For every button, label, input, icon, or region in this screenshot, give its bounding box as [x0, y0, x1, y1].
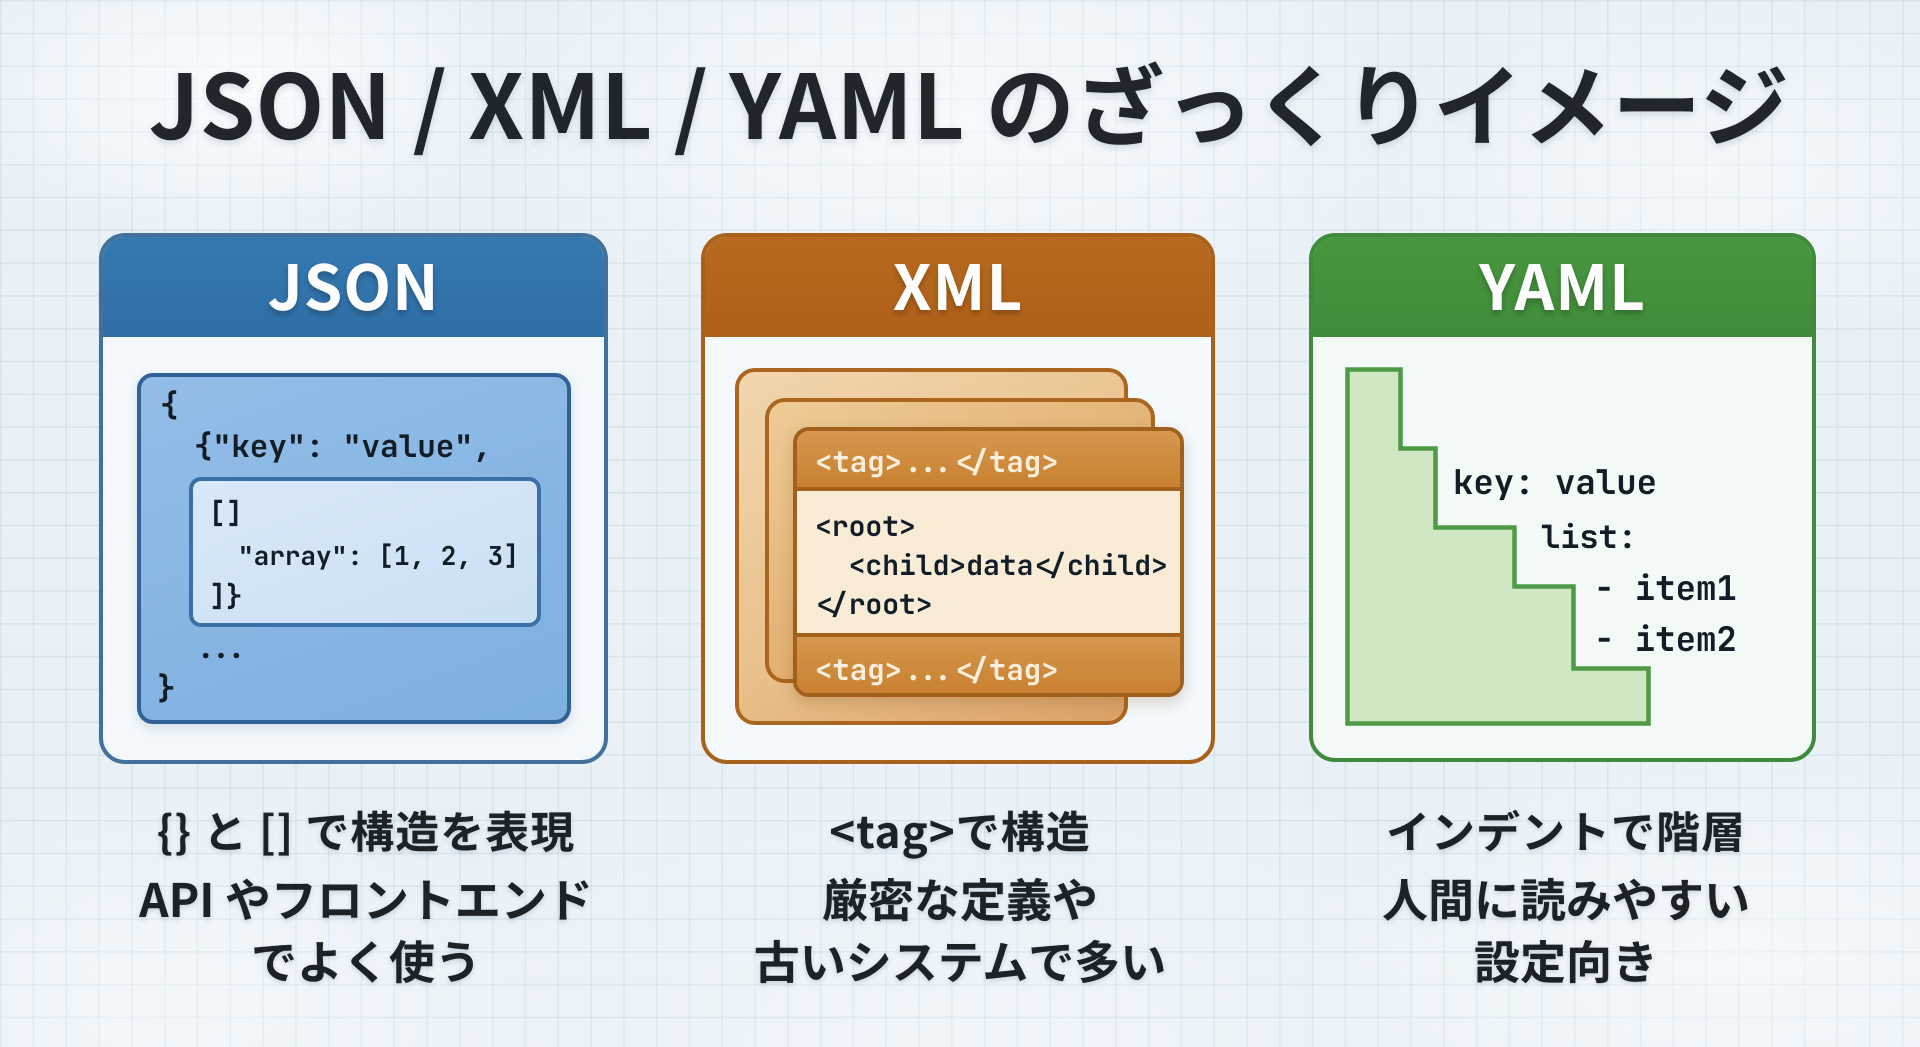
xml-root-open: <root>: [815, 508, 916, 545]
json-card: JSON { {"key": "value", [] "array": [1, …: [99, 233, 608, 764]
xml-caption-headline: <tag>で構造: [829, 797, 1091, 861]
yaml-list-line: list:: [1541, 515, 1638, 558]
yaml-card-body: key: value list: - item1 - item2: [1313, 341, 1812, 758]
json-ellipsis: ...: [194, 627, 248, 667]
xml-caption-line: 厳密な定義や: [822, 865, 1098, 931]
yaml-caption-line: 人間に読みやすい: [1382, 865, 1750, 931]
yaml-caption-headline: インデントで階層: [1386, 797, 1746, 861]
xml-caption-line: 古いシステムで多い: [753, 927, 1167, 993]
yaml-item2-line: - item2: [1594, 617, 1737, 662]
json-array-open: []: [209, 495, 243, 532]
xml-front-sheet: <tag>...</tag> <root> <child>data</child…: [793, 427, 1184, 697]
json-caption: {} と [] で構造を表現 API やフロントエンド でよく使う: [46, 807, 686, 991]
xml-tag-band-top: <tag>...</tag>: [797, 431, 1180, 491]
json-key-value-line: {"key": "value",: [194, 426, 492, 467]
yaml-caption-line: 設定向き: [1474, 927, 1658, 993]
yaml-card-header: YAML: [1313, 237, 1812, 337]
yaml-card: YAML key: value list: - item1 - item2: [1309, 233, 1816, 762]
xml-tag-band-bottom: <tag>...</tag>: [797, 633, 1180, 693]
json-array-close: ]}: [209, 578, 243, 615]
json-open-brace: {: [160, 385, 179, 426]
json-card-header: JSON: [103, 237, 604, 337]
yaml-item1-line: - item1: [1594, 566, 1737, 611]
yaml-key-value-line: key: value: [1453, 460, 1657, 505]
json-caption-line: API やフロントエンド: [139, 865, 593, 931]
json-close-brace: }: [157, 668, 176, 709]
xml-root-close: </root>: [815, 586, 933, 623]
json-caption-line: でよく使う: [251, 927, 481, 993]
xml-caption: <tag>で構造 厳密な定義や 古いシステムで多い: [640, 807, 1280, 991]
json-caption-headline: {} と [] で構造を表現: [156, 797, 576, 861]
json-nested-array-box: [] "array": [1, 2, 3] ]}: [189, 477, 541, 627]
json-code-box: { {"key": "value", [] "array": [1, 2, 3]…: [137, 373, 571, 724]
yaml-indent-staircase: [1345, 367, 1651, 726]
xml-child-line: <child>data</child>: [815, 547, 1168, 584]
xml-card-body: <tag>...</tag> <root> <child>data</child…: [705, 341, 1211, 760]
json-card-body: { {"key": "value", [] "array": [1, 2, 3]…: [103, 341, 604, 760]
json-array-line: "array": [1, 2, 3]: [238, 538, 519, 573]
yaml-caption: インデントで階層 人間に読みやすい 設定向き: [1246, 807, 1886, 991]
xml-card-header: XML: [705, 237, 1211, 337]
page-title: JSON / XML / YAML のざっくりイメージ: [148, 36, 1790, 165]
xml-card: XML <tag>...</tag> <root> <child>data</c…: [701, 233, 1215, 764]
